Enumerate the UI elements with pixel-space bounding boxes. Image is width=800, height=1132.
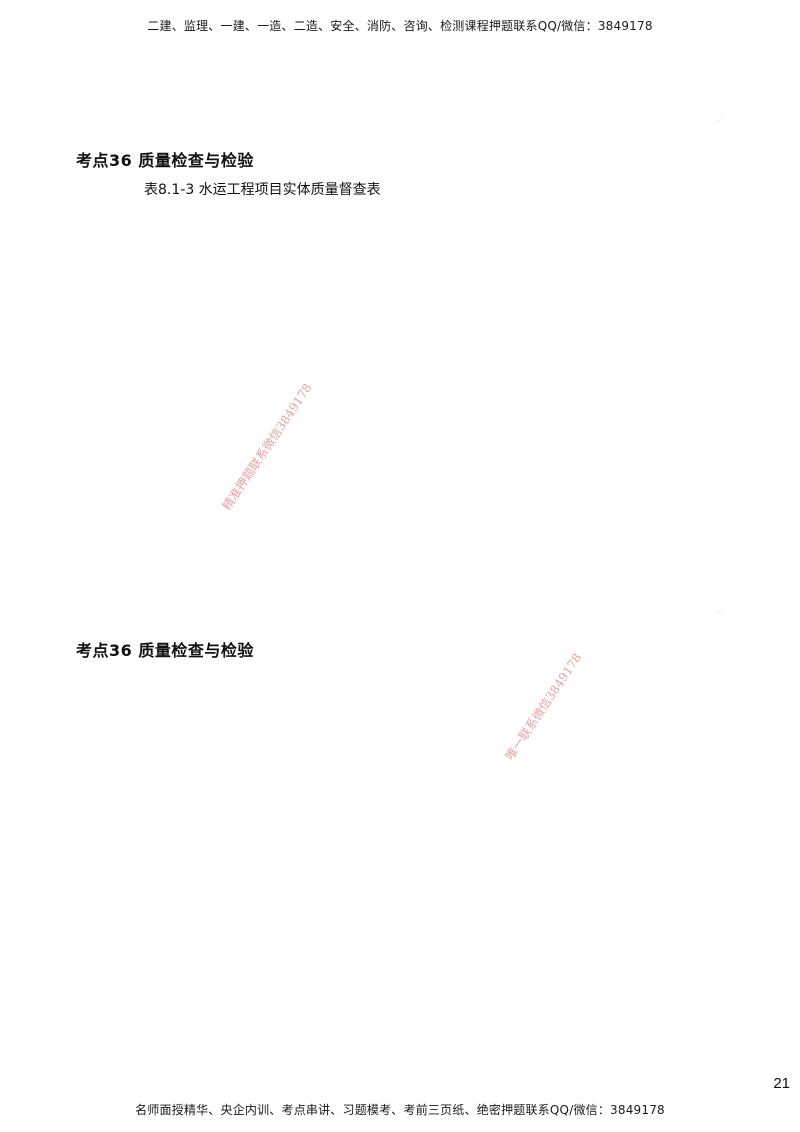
faint-mark: ✓	[716, 608, 724, 618]
watermark: 精准押题联系微信3849178	[219, 380, 315, 513]
section-heading: 考点36 质量检查与检验	[76, 641, 254, 660]
section-heading: 考点36 质量检查与检验	[76, 151, 254, 170]
watermark: 唯一联系微信3849178	[502, 650, 585, 763]
page-header: 二建、监理、一建、一造、二造、安全、消防、咨询、检测课程押题联系QQ/微信：38…	[147, 19, 653, 33]
faint-mark: ✓	[716, 116, 724, 126]
table-caption: 表8.1-3 水运工程项目实体质量督查表	[144, 182, 381, 198]
page-footer: 名师面授精华、央企内训、考点串讲、习题模考、考前三页纸、绝密押题联系QQ/微信：…	[135, 1103, 665, 1117]
page-number: 21	[773, 1075, 790, 1092]
